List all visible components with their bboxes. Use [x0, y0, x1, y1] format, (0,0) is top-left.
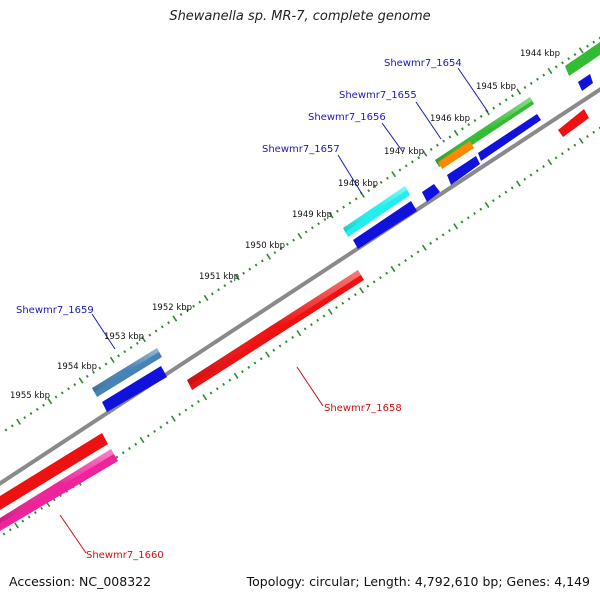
tick-label: 1948 kbp	[338, 179, 378, 189]
gene-label-g1658[interactable]: Shewmr7_1658	[324, 403, 402, 414]
tick-label: 1951 kbp	[199, 272, 239, 282]
gene-labels: Shewmr7_1654Shewmr7_1655Shewmr7_1656Shew…	[16, 58, 462, 561]
accession-text: Accession: NC_008322	[9, 574, 152, 589]
tick-label: 1945 kbp	[476, 82, 516, 92]
gene-shewmr7-1657-bar[interactable]	[343, 186, 410, 237]
gene-label-g1660[interactable]: Shewmr7_1660	[86, 550, 164, 561]
tick-label: 1954 kbp	[57, 362, 97, 372]
gene-label-g1659[interactable]: Shewmr7_1659	[16, 305, 94, 316]
gene-red-small-bar[interactable]	[558, 109, 589, 137]
tick-label: 1944 kbp	[520, 49, 560, 59]
genome-summary: Topology: circular; Length: 4,792,610 bp…	[246, 574, 590, 589]
tick-labels: 1944 kbp 1945 kbp 1946 kbp 1947 kbp 1948 kbp…	[10, 49, 560, 401]
tick-label: 1953 kbp	[104, 332, 144, 342]
label-leader-lines	[91, 67, 489, 350]
gene-shewmr7-1655-bar[interactable]	[438, 141, 474, 169]
genome-backbone	[0, 87, 600, 486]
gene-label-g1656[interactable]: Shewmr7_1656	[308, 112, 386, 123]
tick-label: 1955 kbp	[10, 391, 50, 401]
gene-blue-arrows[interactable]	[102, 74, 593, 412]
gene-shewmr7-1658-bar[interactable]	[187, 270, 364, 390]
tick-label: 1952 kbp	[152, 303, 192, 313]
gene-label-g1654[interactable]: Shewmr7_1654	[384, 58, 462, 69]
label-leader-lines-red	[59, 366, 324, 554]
gene-label-g1657[interactable]: Shewmr7_1657	[262, 144, 340, 155]
gene-shewmr7-1660-bar[interactable]	[0, 449, 118, 531]
tick-label: 1949 kbp	[292, 210, 332, 220]
outer-scale-ticks	[4, 36, 600, 432]
genome-title: Shewanella sp. MR-7, complete genome	[169, 9, 431, 24]
gene-label-g1655[interactable]: Shewmr7_1655	[339, 90, 417, 101]
tick-label: 1946 kbp	[430, 114, 470, 124]
gene-red-outer-bar[interactable]	[0, 433, 108, 510]
inner-scale-ticks	[2, 126, 600, 536]
tick-label: 1950 kbp	[245, 241, 285, 251]
gene-shewmr7-1659-bar[interactable]	[92, 348, 162, 397]
tick-label: 1947 kbp	[384, 147, 424, 157]
